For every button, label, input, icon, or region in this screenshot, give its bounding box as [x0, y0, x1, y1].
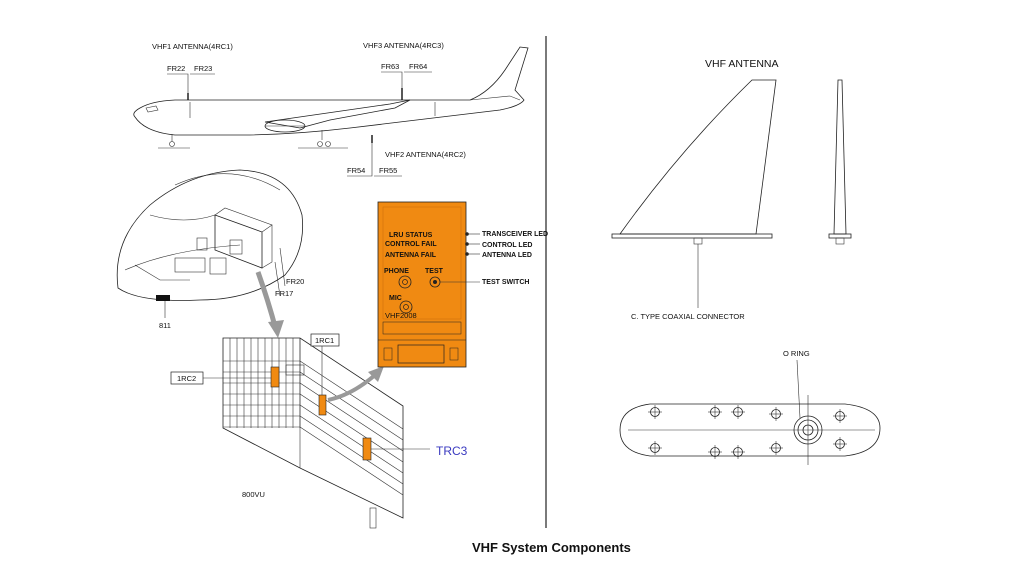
item-811-label: 811: [159, 321, 171, 330]
rack-trc3-label: TRC3: [436, 444, 468, 458]
frame-fr54: FR54: [347, 166, 365, 175]
nose-section-cutaway: [116, 169, 303, 318]
panel-mic: MIC: [389, 295, 402, 302]
rack-1rc2-label: 1RC2: [177, 374, 196, 383]
vhf-transceiver-front-panel: [377, 201, 480, 368]
callout-control-led: CONTROL LED: [482, 242, 532, 249]
callout-transceiver-led: TRANSCEIVER LED: [482, 231, 548, 238]
callout-test-switch: TEST SWITCH: [482, 279, 529, 286]
frame-fr17: FR17: [275, 289, 293, 298]
mic-jack: [399, 300, 413, 314]
o-ring-label: O RING: [783, 349, 810, 358]
callout-antenna-led: ANTENNA LED: [482, 252, 532, 259]
rack-800vu-label: 800VU: [242, 490, 265, 499]
frame-fr20: FR20: [286, 277, 304, 286]
frame-fr63: FR63: [381, 62, 399, 71]
rack-1rc1-label: 1RC1: [315, 336, 334, 345]
vhf1-antenna-label: VHF1 ANTENNA(4RC1): [152, 42, 233, 51]
panel-phone: PHONE: [384, 268, 409, 275]
aircraft-side-view: [133, 46, 529, 177]
rack-to-panel-arrow: [327, 373, 377, 402]
vhf-antenna-front-view: [828, 79, 852, 245]
frame-fr22: FR22: [167, 64, 185, 73]
antenna-heading: VHF ANTENNA: [705, 58, 779, 70]
antenna-base-plate: [619, 395, 881, 465]
avionics-rack-800vu: [222, 337, 404, 529]
coaxial-connector-label: C. TYPE COAXIAL CONNECTOR: [631, 312, 745, 321]
panel-control-fail: CONTROL FAIL: [385, 241, 437, 248]
figure-caption: VHF System Components: [472, 540, 631, 555]
nose-to-rack-arrow: [255, 271, 279, 331]
frame-fr64: FR64: [409, 62, 427, 71]
panel-model: VHF2008: [385, 311, 417, 320]
vhf3-antenna-label: VHF3 ANTENNA(4RC3): [363, 41, 444, 50]
phone-jack: [398, 275, 412, 289]
panel-lru-status: LRU STATUS: [389, 232, 433, 239]
frame-fr55: FR55: [379, 166, 397, 175]
vhf2-antenna-label: VHF2 ANTENNA(4RC2): [385, 150, 466, 159]
frame-fr23: FR23: [194, 64, 212, 73]
panel-antenna-fail: ANTENNA FAIL: [385, 252, 437, 259]
vhf-antenna-side-view: [611, 79, 777, 308]
panel-test: TEST: [425, 268, 444, 275]
